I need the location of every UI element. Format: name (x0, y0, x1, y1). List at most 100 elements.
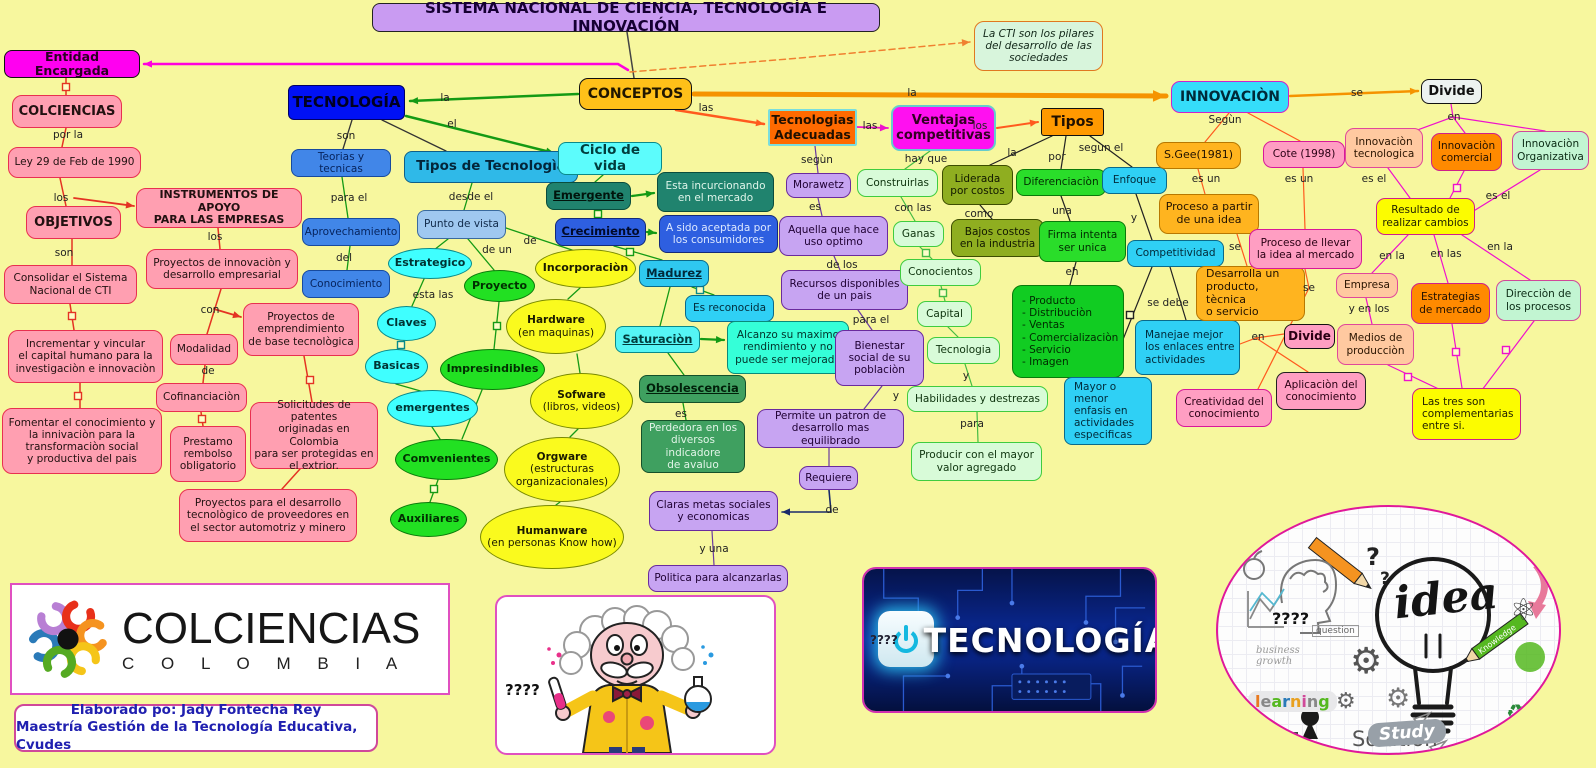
madurez: Madurez (639, 260, 709, 287)
empresa: Empresa (1336, 273, 1398, 298)
esta-incursionando: Esta incurcionando en el mercado (657, 172, 774, 212)
tipos-tecnologia: Tipos de Tecnologìa (404, 151, 578, 183)
objetivos: OBJETIVOS (26, 206, 121, 239)
impresindibles: Impresindibles (440, 349, 545, 390)
morawetz: Morawetz (786, 173, 851, 198)
scientist-image: ???? (495, 595, 776, 755)
aprovechamiento: Aprovechamiento (302, 218, 400, 246)
es-reconocida: Es reconocida (685, 295, 774, 322)
lbl-segun-2: Segùn (1208, 114, 1242, 127)
prestamo: Prestamo rembolso obligatorio (170, 426, 246, 482)
lbl-y-1: y (892, 390, 900, 403)
ventajas-competitivas: Ventajas competitivas (891, 105, 996, 151)
teorias-tecnicas: Teorias y tecnicas (291, 149, 391, 177)
gear-icon: ⚙ (1386, 683, 1411, 714)
innovacion: INNOVACIÒN (1171, 81, 1289, 113)
lbl-de-3: de (825, 504, 839, 517)
conocimiento: Conocimiento (302, 270, 390, 298)
innovacion-organizativa: Innovaciòn Organizativa (1512, 131, 1589, 170)
lbl-las-2: las (862, 120, 878, 133)
question-mark-icon: ? (1380, 569, 1390, 589)
lbl-es-el-1: es el (1361, 173, 1387, 186)
competitividad: Competitividad (1127, 240, 1224, 267)
tecnologia-recurso: Tecnologia (927, 337, 1000, 364)
lbl-es-2: es (809, 201, 821, 214)
claras-metas: Claras metas sociales y economicas (649, 491, 778, 531)
lbl-en-la-2: en la (1487, 241, 1513, 254)
saturacion: Saturaciòn (615, 326, 700, 353)
conceptos: CONCEPTOS (579, 78, 692, 110)
lbl-del: del (335, 252, 353, 265)
firma-unica: Firma intenta ser unica (1039, 221, 1126, 262)
main-title: SISTEMA NACIONAL DE CIENCIA, TECNOLOGÍA … (372, 0, 880, 34)
colciencias-logo: COLCIENCIAS C O L O M B I A (10, 583, 450, 695)
lbl-la-1: la (440, 92, 450, 105)
lbl-los-3: los (972, 120, 988, 133)
creatividad: Creatividad del conocimiento (1176, 389, 1272, 427)
gear-icon: ⚙ (1336, 689, 1356, 714)
lbl-en-las: en las (1430, 248, 1462, 261)
recursos-disponibles: Recursos disponibles de un pais (781, 270, 908, 310)
idea-word: idea (1391, 567, 1501, 630)
a-sido-aceptada: A sido aceptada por los consumidores (659, 215, 778, 253)
proceso-llevar: Proceso de llevar la idea al mercado (1249, 229, 1362, 269)
lbl-son-2: son (336, 130, 356, 143)
construirlas: Construirlas (857, 169, 938, 197)
mayor-enfasis: Mayor o menor enfasis en actividades esp… (1064, 377, 1152, 445)
lbl-para-el-2: para el (852, 314, 890, 327)
recycle-icon: ♻ (1506, 701, 1526, 726)
crecimiento: Crecimiento (555, 218, 646, 246)
idea-doodles-icon: Knowledge (1243, 536, 1548, 753)
consolidar: Consolidar el Sistema Nacional de CTI (4, 265, 137, 304)
idea-image: Knowledge idea ? (1216, 505, 1561, 755)
divide: Divide (1421, 79, 1482, 104)
lbl-se-1: se (1229, 241, 1241, 254)
lbl-los-1: los (53, 192, 69, 205)
lbl-es-un-2: es un (1284, 173, 1314, 186)
tecnologia-banner-title: TECNOLOGÍA (923, 620, 1157, 660)
lbl-la-3: la (907, 87, 917, 100)
lbl-una: una (1052, 205, 1072, 218)
resultado: Resultado de realizar cambios (1376, 198, 1475, 235)
proyectos-desarrollo: Proyectos para el desarrollo tecnològico… (179, 489, 357, 542)
lbl-y-una: y una (699, 543, 729, 556)
solicitudes-patentes: Solicitudes de patentes originadas en Co… (250, 399, 378, 472)
orgware: Orgware(estructuras organizacionales) (504, 437, 620, 502)
lbl-son-1: son (54, 247, 74, 260)
lbl-por-la: por la (52, 128, 84, 141)
lbl-desde-el: desde el (448, 191, 494, 204)
scientist-cartoon-icon (547, 605, 714, 753)
medios-produccion: Medios de producciòn (1337, 324, 1414, 365)
innovacion-comercial: Innovaciòn comercial (1431, 133, 1502, 171)
colciencias-flower-icon (29, 600, 107, 678)
lbl-con-las: con las (894, 202, 932, 215)
aplicacion: Aplicaciòn del conocimiento (1276, 372, 1366, 410)
perdedora: Perdedora en los diversos indicadore de … (641, 420, 745, 473)
las-tres: Las tres son complementarias entre si. (1412, 388, 1521, 440)
capital: Capital (917, 301, 972, 327)
lbl-se-2: se (1303, 282, 1315, 295)
manejae-enlaces: Manejae mejor los enlaces entre activida… (1135, 320, 1240, 375)
lbl-es-un-1: es un (1191, 173, 1221, 186)
desarrolla-producto: Desarrolla un producto, tècnica o servic… (1196, 266, 1305, 321)
gear-icon: ⚙ (1350, 641, 1383, 682)
obsolescencia: Obsolescencia (639, 375, 746, 403)
alcanzo-maximo: Alcanzo su maximo rendimiento y no puede… (727, 321, 849, 374)
credit-line-2: Maestría Gestión de la Tecnología Educat… (16, 719, 358, 753)
lbl-para-2: para (960, 418, 984, 431)
ley-29: Ley 29 de Feb de 1990 (8, 147, 141, 178)
learning-label: learning (1248, 691, 1337, 712)
modalidad: Modalidad (170, 334, 238, 365)
business-growth-label: business growth (1256, 645, 1300, 667)
lbl-es-el-2: es el (1485, 190, 1511, 203)
enfoque: Enfoque (1102, 167, 1167, 194)
lbl-para-el-1: para el (330, 192, 368, 205)
tipos: Tipos (1041, 108, 1104, 136)
tecnologia: TECNOLOGÍA (288, 85, 405, 120)
estrategias-mercado: Estrategias de mercado (1411, 283, 1490, 324)
question-mark-icon: ? (1366, 543, 1380, 571)
entidad-encargada: Entidad Encargada (4, 49, 140, 78)
basicas: Basicas (365, 349, 428, 384)
estrategico: Estrategico (388, 248, 472, 279)
s-gee: S.Gee(1981) (1156, 142, 1241, 169)
